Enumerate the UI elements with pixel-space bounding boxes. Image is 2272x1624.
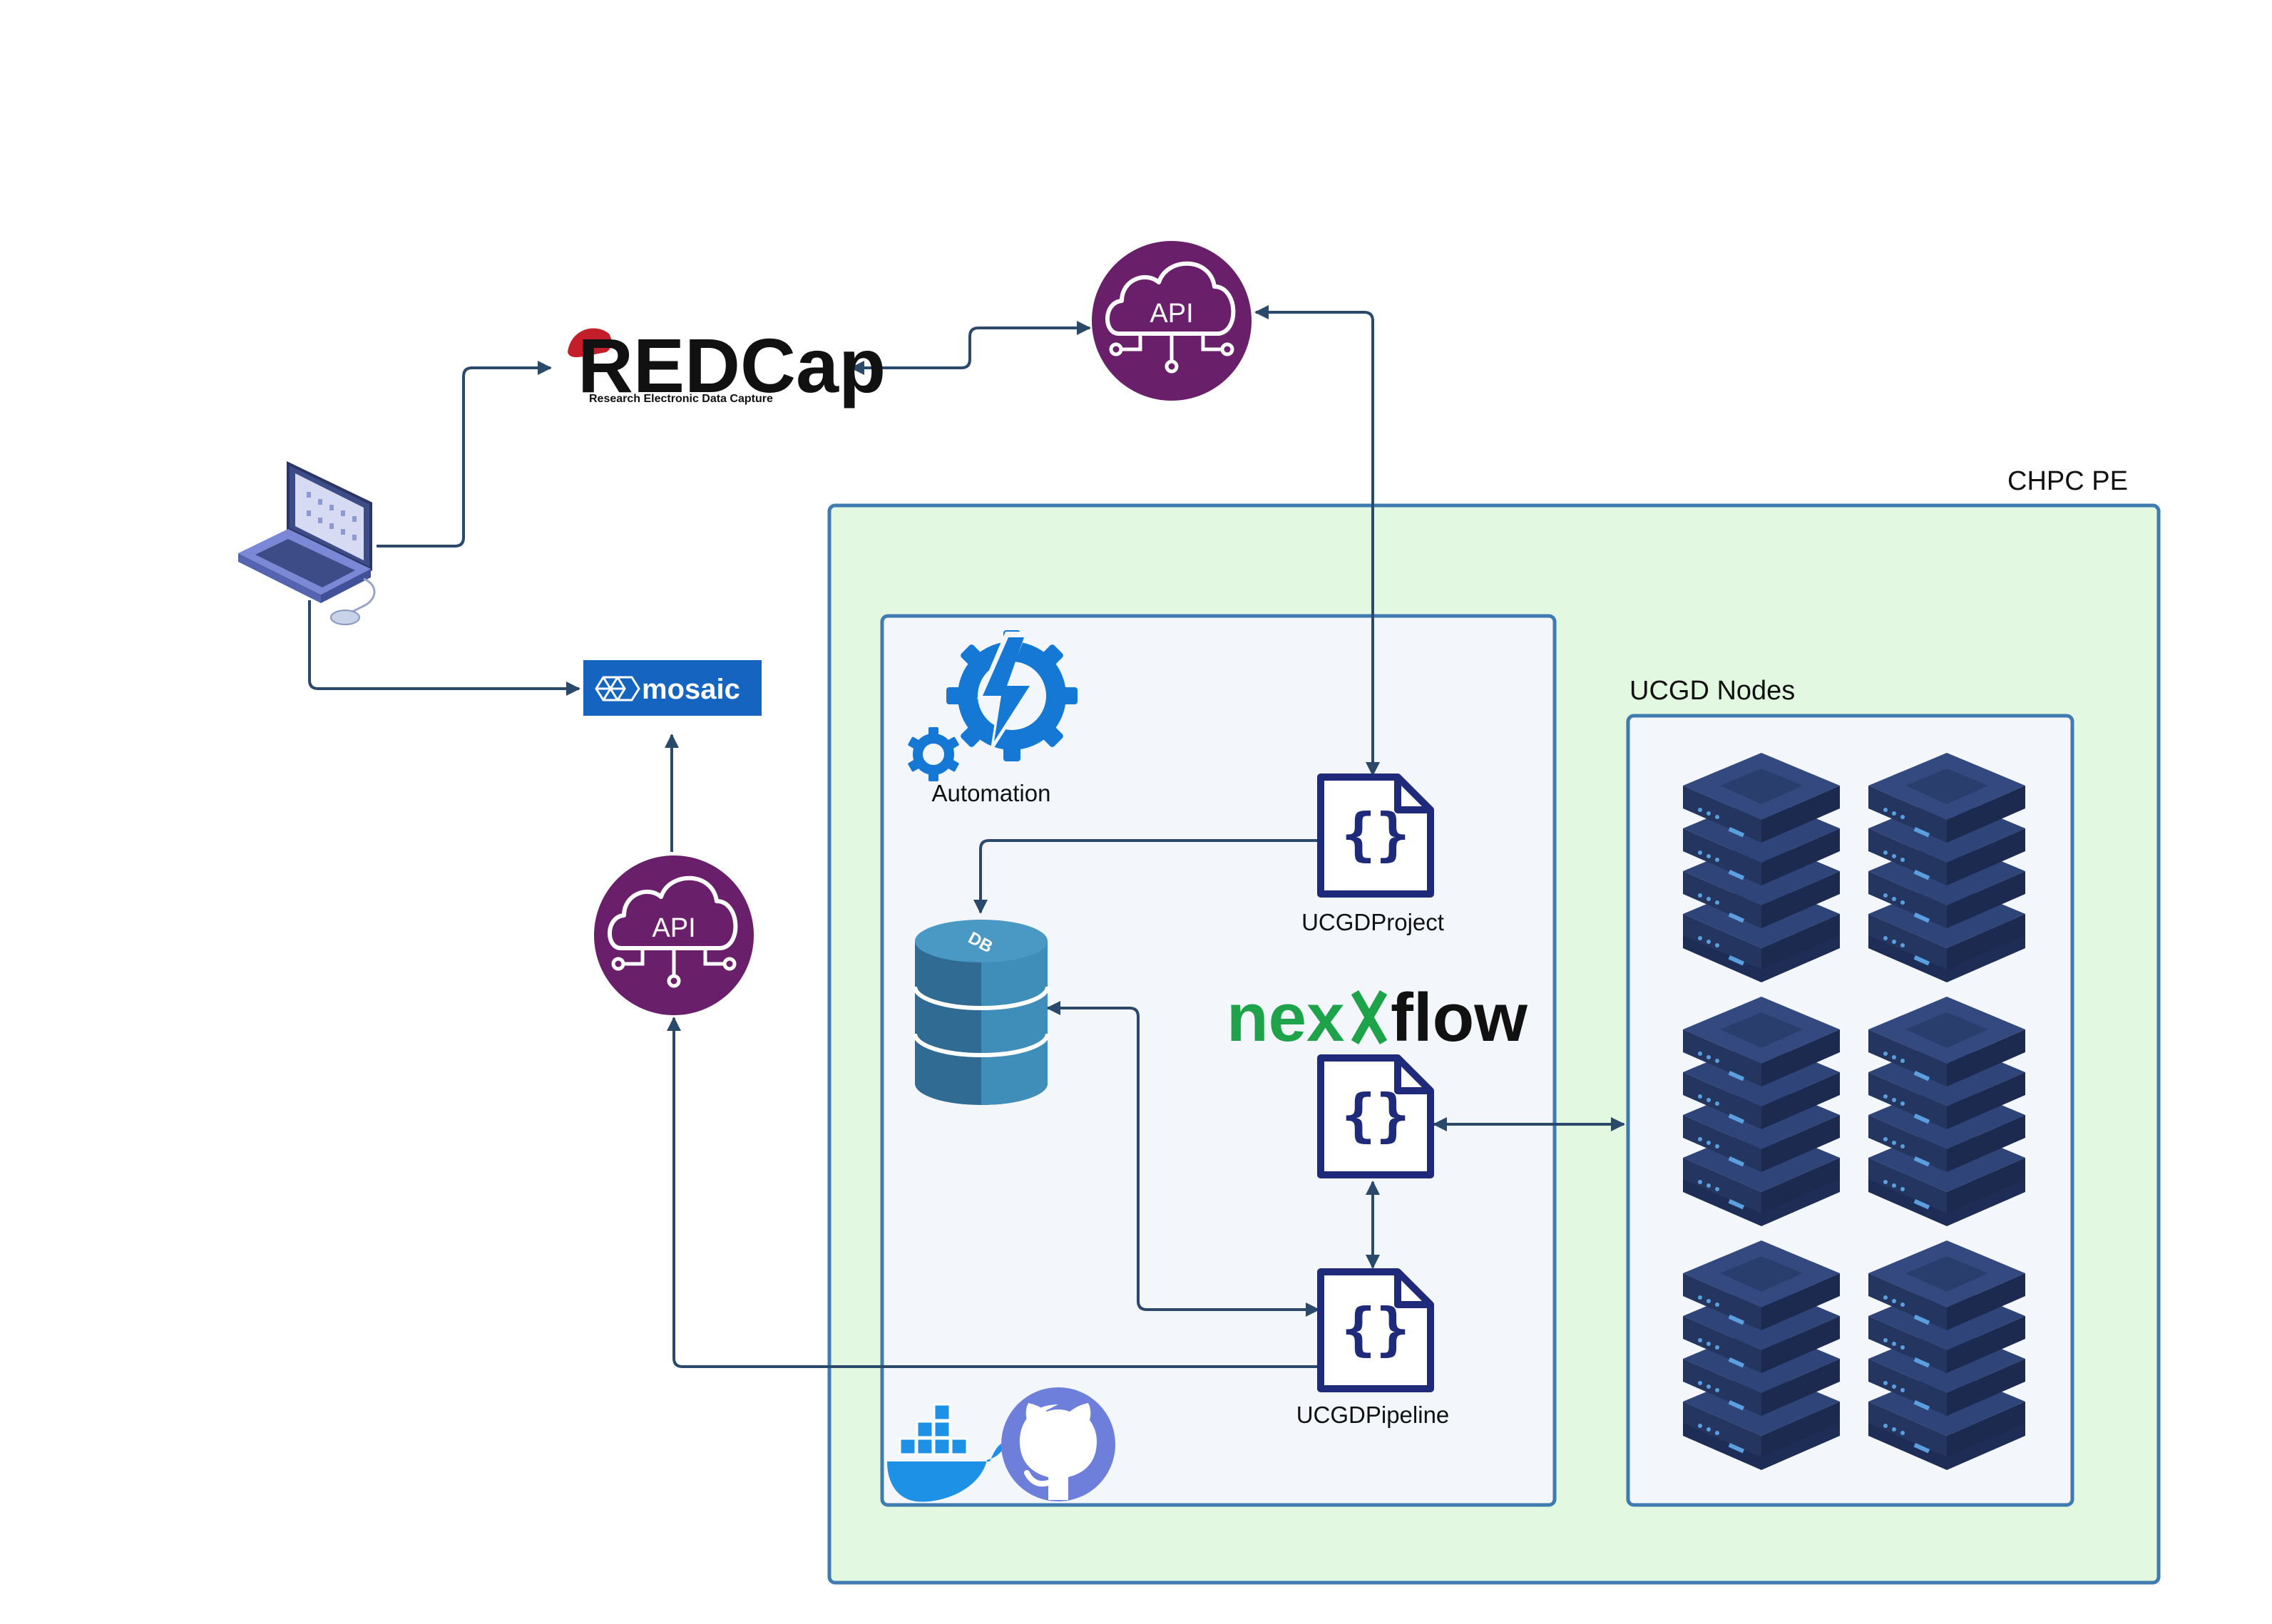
automation-label: Automation — [932, 780, 1051, 806]
redcap-logo: REDCap Research Electronic Data Capture — [563, 321, 886, 419]
laptop-to-redcap-arrow — [377, 361, 552, 548]
nodes-label: UCGD Nodes — [1629, 676, 1795, 706]
svg-text:{}: {} — [1341, 801, 1410, 868]
redcap-api-arrow — [850, 321, 1091, 375]
nextflow-code-icon: {} — [1317, 1054, 1434, 1178]
api-to-project-arrow — [1254, 305, 1380, 776]
laptop-icon — [238, 461, 376, 625]
svg-text:{}: {} — [1341, 1082, 1410, 1148]
api-left-label: API — [652, 913, 695, 943]
server-stack-icon — [1868, 997, 2025, 1226]
server-stack-icon — [1683, 997, 1840, 1226]
api-top-label: API — [1150, 299, 1193, 329]
github-icon — [1001, 1387, 1115, 1501]
api-left-icon: API — [594, 855, 754, 1015]
nextflow-black-text: flow — [1391, 980, 1528, 1056]
pipeline-to-api-arrow — [667, 1017, 1319, 1368]
laptop-to-mosaic-arrow — [308, 600, 580, 696]
automation-gears-icon — [908, 630, 1078, 781]
server-stack-icon — [1868, 753, 2025, 982]
server-stack-icon — [1683, 753, 1840, 982]
ucgdpipeline-code-icon: {} — [1317, 1268, 1434, 1392]
redcap-tagline: Research Electronic Data Capture — [589, 393, 773, 405]
ucgdproject-code-icon: {} — [1317, 774, 1434, 898]
server-stack-icon — [1683, 1240, 1840, 1470]
nextflow-green-text: nex — [1227, 980, 1344, 1056]
server-stack-icon — [1868, 1240, 2025, 1470]
nextflow-logo: nex flow — [1227, 980, 1528, 1056]
mosaic-wordmark: mosaic — [642, 674, 740, 705]
ucgdproject-label: UCGDProject — [1301, 909, 1444, 935]
ucgdpipeline-label: UCGDPipeline — [1296, 1402, 1450, 1428]
project-to-db-arrow — [973, 839, 1319, 914]
redcap-wordmark: REDCap — [578, 322, 886, 408]
database-icon: DB — [913, 920, 1050, 1105]
connectors — [308, 305, 1625, 1368]
svg-text:{}: {} — [1341, 1296, 1410, 1362]
mosaic-mark-icon — [595, 676, 640, 701]
api-top-icon: API — [1092, 241, 1252, 401]
docker-icon — [887, 1403, 1005, 1502]
pipeline-db-arrow — [1046, 1001, 1320, 1317]
mosaic-logo: mosaic — [583, 660, 762, 716]
chpc-label: CHPC PE — [2007, 466, 2128, 496]
